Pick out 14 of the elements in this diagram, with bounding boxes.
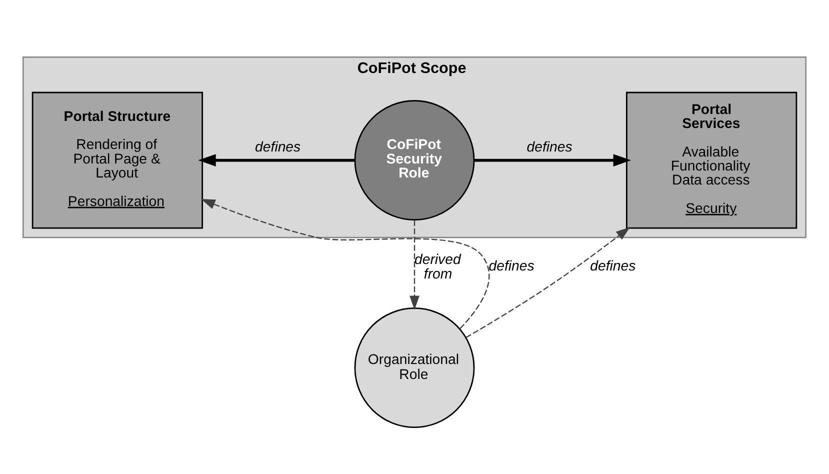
arrow	[466, 226, 630, 338]
arrow	[410, 220, 420, 310]
edge-label: defines	[526, 138, 572, 154]
node-circle: Organizational Role	[354, 307, 475, 428]
edge-label: defines	[590, 257, 636, 274]
node-box: Portal Structure Rendering of Portal Page & Layout Personalization	[32, 91, 204, 228]
edge-label: defines	[488, 257, 534, 274]
arrow	[474, 154, 632, 166]
node-box: Portal Services Available Functionality Data access Security	[626, 91, 798, 228]
arrow	[198, 154, 355, 166]
edge-label: derived from	[414, 250, 461, 281]
arrow	[201, 198, 490, 328]
edge-label: defines	[255, 138, 301, 154]
node-circle: CoFiPot Security Role	[354, 100, 475, 220]
